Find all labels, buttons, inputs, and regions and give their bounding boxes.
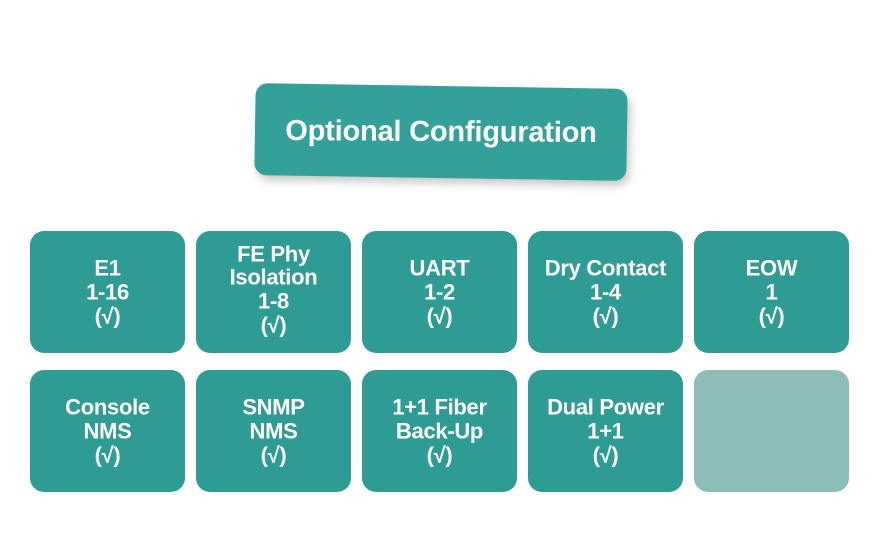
- feature-tile-checkmark: (√): [426, 441, 453, 467]
- feature-tile-line: 1-4: [590, 279, 621, 305]
- feature-tile-line: SNMP: [242, 394, 305, 420]
- feature-tile-line: NMS: [249, 418, 298, 444]
- feature-tile-checkmark: (√): [260, 312, 287, 338]
- feature-tile-line: Back-Up: [395, 418, 484, 444]
- feature-tile-line: UART: [409, 255, 470, 281]
- feature-tile-line: 1+1: [587, 418, 624, 444]
- feature-tile-line: Isolation: [229, 264, 318, 290]
- feature-tile-checkmark: (√): [758, 302, 785, 328]
- feature-tile-line: Console: [65, 394, 150, 420]
- feature-tile-line: NMS: [83, 418, 132, 444]
- feature-tile-checkmark: (√): [592, 302, 619, 328]
- feature-tile-line: Dry Contact: [544, 255, 667, 281]
- feature-tile-line: FE Phy: [237, 241, 310, 267]
- feature-tile-line: EOW: [745, 255, 798, 281]
- feature-tile-checkmark: (√): [426, 302, 453, 328]
- feature-tile-line: 1-8: [258, 288, 289, 314]
- feature-tile-line: 1: [765, 279, 778, 305]
- feature-tile-line: 1-2: [424, 279, 455, 305]
- feature-tile-line: E1: [94, 255, 121, 281]
- page-title: Optional Configuration: [285, 114, 597, 149]
- title-banner: Optional Configuration: [254, 83, 628, 181]
- feature-tile-line: 1-16: [86, 279, 129, 305]
- feature-tile-checkmark: (√): [94, 441, 121, 467]
- feature-tile-checkmark: (√): [260, 441, 287, 467]
- feature-tile-empty: [694, 370, 849, 492]
- feature-tile-checkmark: (√): [592, 441, 619, 467]
- feature-tile-line: Dual Power: [547, 394, 664, 420]
- feature-tile-checkmark: (√): [94, 302, 121, 328]
- feature-tile-line: 1+1 Fiber: [392, 394, 487, 420]
